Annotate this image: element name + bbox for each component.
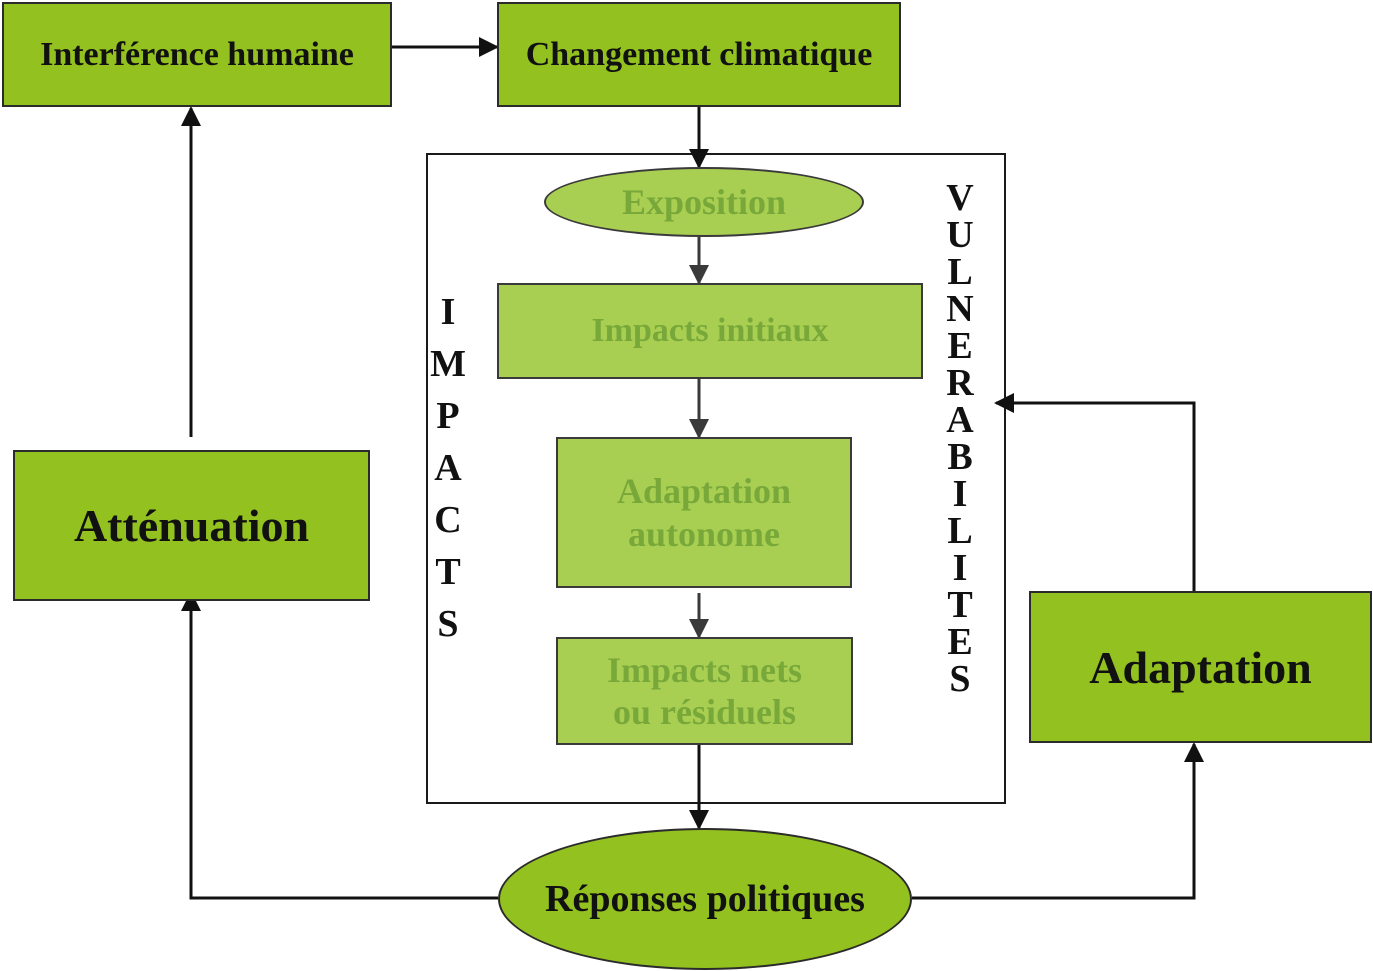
node-adaptation: Adaptation: [1029, 591, 1372, 743]
node-adaptation-label: Adaptation: [1089, 641, 1312, 693]
node-impacts-nets: Impacts nets ou résiduels: [556, 637, 853, 745]
node-reponses-politiques: Réponses politiques: [498, 828, 912, 970]
label-vulnerabilites-vertical: VULNERABILITES: [946, 177, 974, 700]
node-interference-humaine: Interférence humaine: [2, 2, 392, 107]
node-changement-label: Changement climatique: [525, 35, 873, 73]
node-impacts-initiaux-label: Impacts initiaux: [591, 311, 829, 349]
node-reponses-label: Réponses politiques: [545, 878, 865, 920]
node-interference-label: Interférence humaine: [40, 35, 354, 73]
node-attenuation-label: Atténuation: [73, 500, 310, 551]
node-adaptation-autonome: Adaptation autonome: [556, 437, 852, 588]
node-impacts-nets-line1: Impacts nets: [607, 649, 802, 690]
vulnerability-frame: [426, 153, 1006, 804]
node-impacts-nets-line2: ou résiduels: [612, 692, 797, 732]
node-exposition-label: Exposition: [621, 181, 787, 222]
arrow-reponses-to-attenuation: [181, 591, 498, 900]
node-impacts-initiaux: Impacts initiaux: [497, 283, 923, 379]
node-changement-climatique: Changement climatique: [497, 2, 901, 107]
node-attenuation: Atténuation: [13, 450, 370, 601]
node-exposition: Exposition: [544, 167, 864, 237]
node-adaptation-autonome-line2: autonome: [628, 513, 780, 554]
arrow-adaptation-to-vulnerabilites: [994, 393, 1196, 591]
label-impacts-vertical: IMPACTS: [430, 291, 466, 645]
node-adaptation-autonome-line1: Adaptation: [616, 471, 792, 512]
arrow-reponses-to-adaptation: [912, 742, 1204, 900]
